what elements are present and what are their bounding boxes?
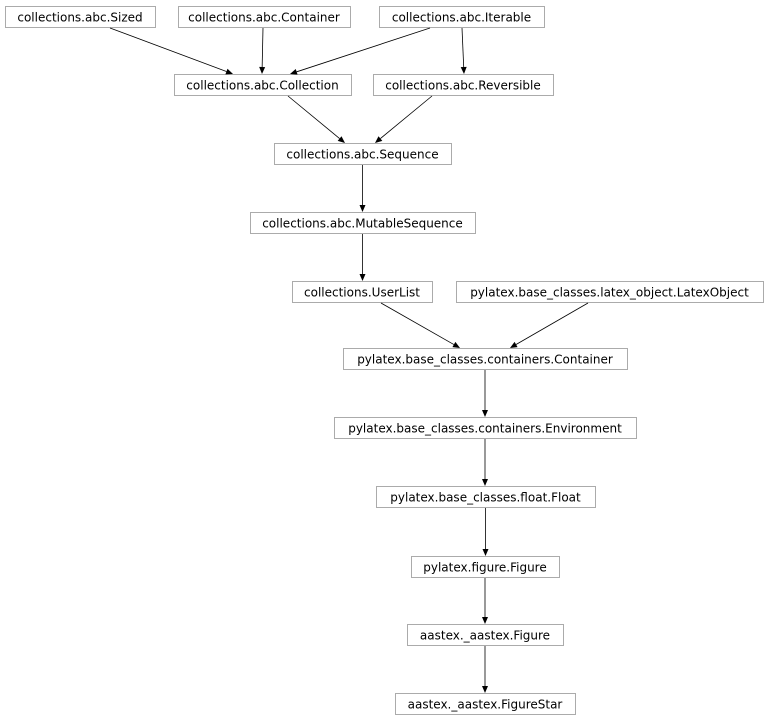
node-box: [334, 417, 637, 439]
node-box: [395, 693, 576, 715]
arrowhead: [359, 274, 366, 281]
node-label: collections.abc.Container: [188, 11, 340, 25]
edge-line: [380, 302, 455, 345]
node-container-abc: collections.abc.Container: [178, 6, 351, 28]
node-latex-object: pylatex.base_classes.latex_object.LatexO…: [456, 281, 764, 303]
edge-mutable-sequence-to-userlist: [359, 234, 366, 281]
node-box: [174, 74, 352, 96]
edge-collection-to-sequence: [287, 95, 345, 143]
node-label: aastex._aastex.FigureStar: [408, 698, 563, 712]
edge-line: [296, 27, 431, 73]
arrowhead: [337, 136, 345, 143]
node-box: [5, 6, 156, 28]
edge-reversible-to-sequence: [375, 95, 433, 143]
node-environment: pylatex.base_classes.containers.Environm…: [334, 417, 637, 439]
edge-latex-object-to-pl-container: [510, 302, 589, 348]
node-mutable-sequence: collections.abc.MutableSequence: [250, 212, 476, 234]
edge-pl-container-to-environment: [482, 370, 488, 417]
node-label: collections.abc.Iterable: [392, 11, 531, 25]
edge-line: [515, 302, 589, 345]
node-collection: collections.abc.Collection: [174, 74, 352, 96]
node-box: [379, 6, 545, 28]
node-label: collections.abc.Reversible: [385, 79, 541, 93]
node-float: pylatex.base_classes.float.Float: [376, 486, 596, 508]
edge-line: [109, 27, 227, 72]
edge-iterable-to-collection: [290, 27, 431, 75]
arrowhead: [482, 549, 489, 556]
edge-line: [461, 27, 465, 68]
node-box: [343, 348, 628, 370]
arrowhead: [225, 68, 233, 75]
arrowhead: [359, 205, 366, 212]
arrowhead: [482, 410, 488, 417]
node-box: [292, 281, 433, 303]
edge-sequence-to-mutable-sequence: [359, 165, 366, 212]
arrowhead: [510, 341, 518, 348]
node-aas-figure: aastex._aastex.Figure: [407, 624, 564, 646]
node-reversible: collections.abc.Reversible: [373, 74, 554, 96]
node-pl-container: pylatex.base_classes.containers.Containe…: [343, 348, 628, 370]
edge-iterable-to-reversible: [460, 27, 467, 74]
node-label: collections.abc.MutableSequence: [262, 217, 463, 231]
arrowhead: [375, 136, 383, 143]
node-box: [376, 486, 596, 508]
node-label: collections.abc.Sequence: [286, 148, 438, 162]
nodes-layer: collections.abc.Sized collections.abc.Con…: [5, 6, 764, 715]
arrowhead: [482, 617, 488, 624]
node-box: [178, 6, 351, 28]
node-label: pylatex.base_classes.float.Float: [390, 491, 581, 505]
node-box: [274, 143, 452, 165]
edge-float-to-pl-figure: [482, 508, 489, 556]
node-label: pylatex.base_classes.containers.Containe…: [357, 353, 613, 367]
node-box: [411, 556, 560, 578]
edges-layer: [109, 27, 589, 693]
edge-pl-figure-to-aas-figure: [482, 578, 488, 624]
edge-line: [287, 95, 340, 139]
edge-line: [380, 95, 433, 139]
edge-sized-to-collection: [109, 27, 233, 75]
node-label: collections.abc.Sized: [17, 11, 142, 25]
arrowhead: [259, 66, 266, 74]
node-aas-figurestar: aastex._aastex.FigureStar: [395, 693, 576, 715]
node-label: collections.UserList: [304, 286, 420, 300]
arrowhead: [452, 341, 460, 348]
edge-environment-to-float: [482, 439, 488, 486]
node-box: [407, 624, 564, 646]
edge-container-abc-to-collection: [259, 27, 266, 74]
node-sized: collections.abc.Sized: [5, 6, 156, 28]
arrowhead: [482, 479, 488, 486]
node-iterable: collections.abc.Iterable: [379, 6, 545, 28]
node-userlist: collections.UserList: [292, 281, 433, 303]
edge-line: [261, 27, 264, 68]
node-label: pylatex.figure.Figure: [423, 561, 547, 575]
arrowhead: [482, 686, 488, 693]
node-label: pylatex.base_classes.latex_object.LatexO…: [470, 286, 749, 300]
node-box: [250, 212, 476, 234]
node-label: pylatex.base_classes.containers.Environm…: [348, 422, 622, 436]
arrowhead: [460, 66, 467, 74]
arrowhead: [290, 68, 298, 75]
node-sequence: collections.abc.Sequence: [274, 143, 452, 165]
edge-userlist-to-pl-container: [380, 302, 460, 348]
node-box: [373, 74, 554, 96]
node-pl-figure: pylatex.figure.Figure: [411, 556, 560, 578]
node-label: collections.abc.Collection: [186, 79, 338, 93]
node-label: aastex._aastex.Figure: [420, 629, 550, 643]
edge-aas-figure-to-aas-figurestar: [482, 646, 488, 693]
node-box: [456, 281, 764, 303]
